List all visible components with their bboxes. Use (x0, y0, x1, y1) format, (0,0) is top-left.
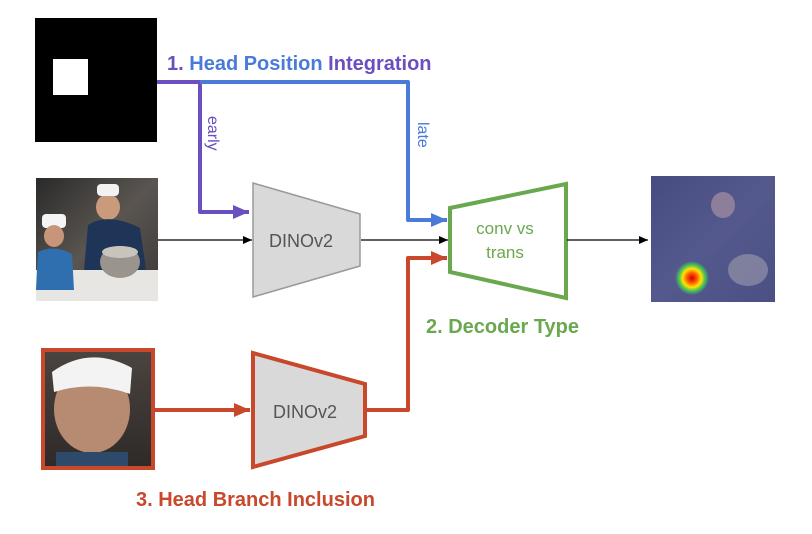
head-branch-inclusion-title: 3. Head Branch Inclusion (136, 489, 375, 511)
head-position-integration-title: 1. Head Position Integration (167, 53, 432, 75)
scene-encoder-block (252, 182, 361, 298)
head-position-mask (35, 18, 157, 142)
decoder-type-title: 2. Decoder Type (426, 316, 579, 338)
decoder-label-line2: trans (486, 243, 524, 262)
head-box-mask (53, 59, 88, 95)
head-branch-to-decoder-arrow (366, 251, 447, 412)
head-encoder-block (251, 350, 367, 470)
scene-encoder-label: DINOv2 (269, 231, 333, 251)
head-encoder-label: DINOv2 (273, 402, 337, 422)
gaze-heatmap-blob (675, 261, 709, 295)
scene-image (36, 178, 158, 301)
decoder-block (448, 181, 568, 301)
late-fusion-arrow (200, 80, 447, 227)
decoder-label-line1: conv vs (476, 219, 534, 238)
output-heatmap-image (651, 176, 775, 302)
early-fusion-arrow (157, 80, 249, 219)
early-label: early (204, 116, 221, 151)
late-label: late (414, 122, 431, 148)
head-crop-image (41, 348, 155, 470)
